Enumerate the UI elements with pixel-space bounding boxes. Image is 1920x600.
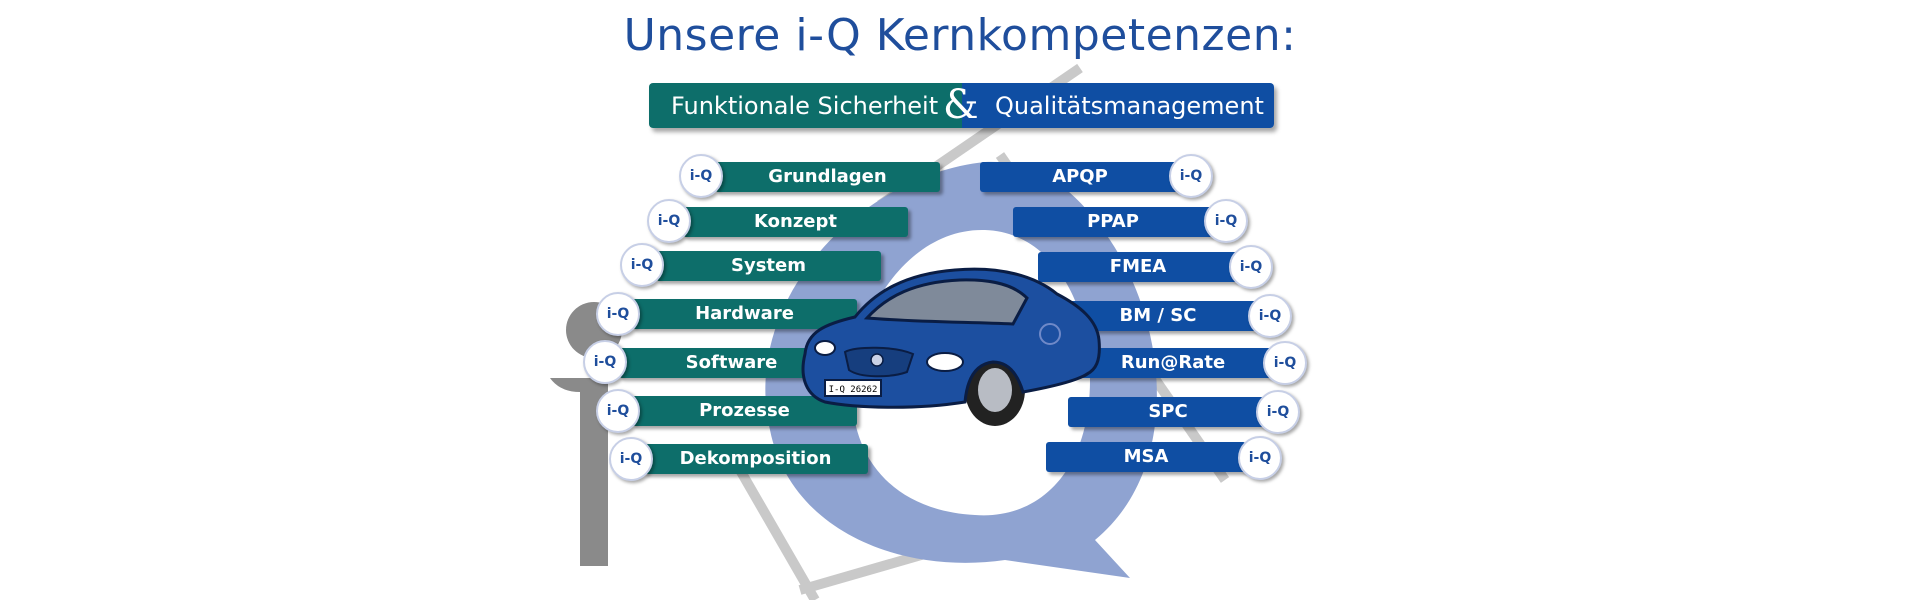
competence-item-label: MSA (1123, 446, 1169, 467)
banner-right-label: Qualitätsmanagement (995, 92, 1264, 120)
competence-item-label: Grundlagen (768, 166, 887, 187)
competence-item-label: APQP (1052, 166, 1108, 187)
headlight-left (814, 340, 836, 356)
competence-item: MSA (1046, 442, 1246, 472)
iq-badge-icon: i-Q (679, 154, 723, 198)
license-plate (824, 379, 882, 397)
banner-left-label: Funktionale Sicherheit (671, 92, 939, 120)
competence-item: Dekomposition (643, 444, 868, 474)
iq-badge-icon: i-Q (1248, 294, 1292, 338)
competence-item: Hardware (632, 299, 857, 329)
iq-badge-icon: i-Q (620, 243, 664, 287)
iq-badge-icon: i-Q (1238, 436, 1282, 480)
competence-item: PPAP (1013, 207, 1213, 237)
rear-wheel-rim (978, 368, 1012, 412)
iq-badge-icon: i-Q (609, 437, 653, 481)
competence-item-label: FMEA (1109, 256, 1167, 277)
competence-item: Konzept (683, 207, 908, 237)
license-plate-text: I-Q 26262 (829, 385, 878, 395)
windshield (863, 278, 1029, 326)
page-title: Unsere i-Q Kernkompetenzen: (623, 10, 1297, 61)
car-emblem-icon (870, 353, 884, 367)
competence-item-label: Dekomposition (679, 448, 832, 469)
banner-left-bg (649, 83, 962, 128)
competence-item: FMEA (1038, 252, 1238, 282)
iq-badge-icon: i-Q (1204, 199, 1248, 243)
banner-ampersand: & (943, 82, 979, 128)
iq-badge-icon: i-Q (1229, 245, 1273, 289)
iq-badge-icon: i-Q (583, 340, 627, 384)
competence-item-label: Hardware (695, 303, 794, 324)
competence-item: Run@Rate (1073, 348, 1273, 378)
banner-right-bg (961, 83, 1274, 128)
iq-badge-icon: i-Q (596, 292, 640, 336)
competence-item: Grundlagen (715, 162, 940, 192)
headlight-right (926, 352, 964, 372)
competence-item-label: PPAP (1087, 211, 1139, 232)
competence-item-label: Konzept (754, 211, 837, 232)
competence-item-label: Prozesse (699, 400, 790, 421)
competence-item: APQP (980, 162, 1180, 192)
competence-item-label: Run@Rate (1120, 352, 1226, 373)
competence-item: System (656, 251, 881, 281)
competence-item-label: SPC (1148, 401, 1188, 422)
logo-i-stem (550, 378, 608, 566)
iq-badge-icon: i-Q (1169, 154, 1213, 198)
competence-item-label: System (731, 255, 806, 276)
iq-badge-icon: i-Q (647, 199, 691, 243)
car-illustration: I-Q 26262 (801, 267, 1101, 426)
competence-item-label: Software (685, 352, 778, 373)
topic-banner (649, 83, 1274, 128)
competence-item-label: BM / SC (1119, 305, 1197, 326)
iq-badge-icon: i-Q (596, 389, 640, 433)
competence-item: SPC (1068, 397, 1268, 427)
iq-badge-icon: i-Q (1256, 390, 1300, 434)
iq-badge-icon: i-Q (1263, 341, 1307, 385)
car-door-logo-icon (1039, 323, 1061, 345)
